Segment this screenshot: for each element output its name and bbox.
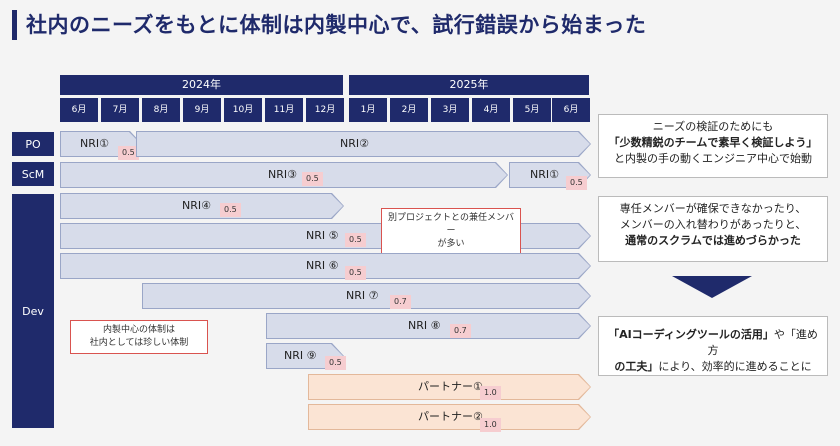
bar-label: パートナー① bbox=[418, 380, 483, 393]
panel-line: 専任メンバーが確保できなかったり、 bbox=[619, 202, 807, 215]
panel-text: や「進め方 bbox=[707, 328, 818, 357]
allocation-tag: 0.5 bbox=[345, 233, 366, 247]
panel-text: により、効率的に進めることに bbox=[658, 360, 812, 373]
team-label-scm: ScM bbox=[12, 162, 54, 186]
month-header: 9月 bbox=[183, 98, 221, 122]
panel-emphasis: 「AIコーディングツールの活用」 bbox=[608, 328, 774, 341]
callout-line: 社内としては珍しい体制 bbox=[89, 338, 189, 348]
team-label-dev: Dev bbox=[12, 194, 54, 428]
panel-line: 「AIコーディングツールの活用」や「進め方 bbox=[605, 327, 821, 359]
callout-line: が多い bbox=[437, 239, 465, 249]
year-header-2025: 2025年 bbox=[349, 75, 589, 95]
month-header: 4月 bbox=[472, 98, 510, 122]
allocation-tag: 1.0 bbox=[480, 386, 501, 400]
month-header: 2月 bbox=[390, 98, 428, 122]
month-header: 6月 bbox=[60, 98, 98, 122]
gantt-bar-partner1 bbox=[309, 375, 590, 399]
allocation-tag: 0.7 bbox=[390, 295, 411, 309]
panel-verification: ニーズの検証のためにも 「少数精鋭のチームで素早く検証しよう」 と内製の手の動く… bbox=[598, 114, 828, 178]
bar-label: NRI ⑥ bbox=[306, 259, 339, 272]
panel-line: メンバーの入れ替わりがあったりと、 bbox=[619, 218, 807, 231]
allocation-tag: 0.5 bbox=[566, 176, 587, 190]
bar-label: NRI ⑨ bbox=[284, 349, 317, 362]
page-title: 社内のニーズをもとに体制は内製中心で、試行錯誤から始まった bbox=[26, 13, 647, 37]
allocation-tag: 1.0 bbox=[480, 418, 501, 432]
panel-solution: 「AIコーディングツールの活用」や「進め方 の工夫」により、効率的に進めることに bbox=[598, 316, 828, 376]
allocation-tag: 0.5 bbox=[325, 356, 346, 370]
month-header: 5月 bbox=[513, 98, 551, 122]
callout-line: 内製中心の体制は bbox=[102, 325, 175, 335]
bar-label: NRI④ bbox=[182, 199, 211, 212]
month-header: 11月 bbox=[265, 98, 303, 122]
callout-line: 別プロジェクトとの兼任メンバー bbox=[388, 213, 514, 236]
team-label-po: PO bbox=[12, 132, 54, 156]
panel-emphasis: の工夫」 bbox=[614, 360, 659, 373]
allocation-tag: 0.5 bbox=[118, 146, 139, 160]
allocation-tag: 0.5 bbox=[345, 266, 366, 280]
panel-line: ニーズの検証のためにも bbox=[652, 120, 774, 133]
title-accent-bar bbox=[12, 10, 17, 40]
bar-label: NRI ⑧ bbox=[408, 319, 441, 332]
gantt-bar-nri7 bbox=[143, 284, 590, 308]
month-header: 12月 bbox=[306, 98, 344, 122]
month-header: 8月 bbox=[142, 98, 180, 122]
allocation-tag: 0.5 bbox=[220, 203, 241, 217]
month-header: 10月 bbox=[224, 98, 262, 122]
bar-label: NRI① bbox=[530, 168, 559, 181]
panel-line: と内製の手の動くエンジニア中心で始動 bbox=[614, 152, 812, 165]
bar-label: NRI ⑤ bbox=[306, 229, 339, 242]
callout-inhouse-structure: 内製中心の体制は 社内としては珍しい体制 bbox=[70, 320, 208, 354]
down-arrow-icon bbox=[672, 276, 752, 298]
panel-line: の工夫」により、効率的に進めることに bbox=[605, 359, 821, 375]
panel-difficulty: 専任メンバーが確保できなかったり、 メンバーの入れ替わりがあったりと、 通常のス… bbox=[598, 196, 828, 262]
month-header: 7月 bbox=[101, 98, 139, 122]
bar-label: NRI② bbox=[340, 137, 369, 150]
gantt-bar-nri2 bbox=[137, 132, 590, 156]
month-header: 6月 bbox=[552, 98, 590, 122]
gantt-bar-nri3 bbox=[61, 163, 507, 187]
gantt-bar-nri4 bbox=[61, 194, 343, 218]
panel-line: 「少数精鋭のチームで素早く検証しよう」 bbox=[608, 136, 818, 149]
gantt-bar-nri6 bbox=[61, 254, 590, 278]
bar-label: NRI ⑦ bbox=[346, 289, 379, 302]
panel-line: 通常のスクラムでは進めづらかった bbox=[625, 234, 801, 247]
allocation-tag: 0.5 bbox=[302, 172, 323, 186]
bar-label: パートナー② bbox=[418, 410, 483, 423]
bar-label: NRI① bbox=[80, 137, 109, 150]
year-header-2024: 2024年 bbox=[60, 75, 343, 95]
month-header: 1月 bbox=[349, 98, 387, 122]
allocation-tag: 0.7 bbox=[450, 324, 471, 338]
bar-label: NRI③ bbox=[268, 168, 297, 181]
gantt-bar-partner2 bbox=[309, 405, 590, 429]
gantt-bar-nri8 bbox=[267, 314, 590, 338]
callout-concurrent-members: 別プロジェクトとの兼任メンバー が多い bbox=[381, 208, 521, 255]
month-header: 3月 bbox=[431, 98, 469, 122]
